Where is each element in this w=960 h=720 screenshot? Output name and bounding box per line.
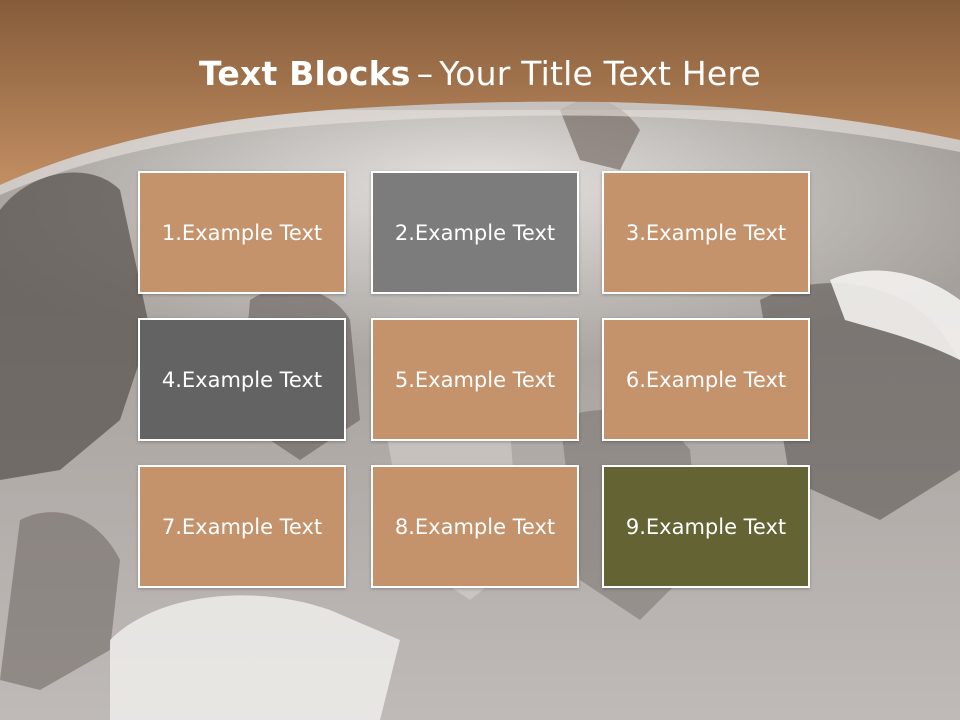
text-block-label: 3.Example Text bbox=[625, 220, 787, 245]
text-block-1[interactable]: 1.Example Text bbox=[138, 171, 346, 294]
title-regular: Your Title Text Here bbox=[439, 54, 761, 93]
page-title: Text Blocks–Your Title Text Here bbox=[0, 52, 960, 96]
title-separator: – bbox=[416, 54, 434, 93]
text-block-label: 9.Example Text bbox=[625, 514, 787, 539]
text-block-8[interactable]: 8.Example Text bbox=[371, 465, 579, 588]
title-bold: Text Blocks bbox=[199, 54, 411, 93]
text-block-label: 1.Example Text bbox=[161, 220, 323, 245]
text-block-3[interactable]: 3.Example Text bbox=[602, 171, 810, 294]
text-block-label: 8.Example Text bbox=[394, 514, 556, 539]
text-block-label: 6.Example Text bbox=[625, 367, 787, 392]
text-block-9[interactable]: 9.Example Text bbox=[602, 465, 810, 588]
text-block-5[interactable]: 5.Example Text bbox=[371, 318, 579, 441]
text-block-label: 5.Example Text bbox=[394, 367, 556, 392]
text-block-2[interactable]: 2.Example Text bbox=[371, 171, 579, 294]
text-block-4[interactable]: 4.Example Text bbox=[138, 318, 346, 441]
text-block-7[interactable]: 7.Example Text bbox=[138, 465, 346, 588]
text-block-label: 7.Example Text bbox=[161, 514, 323, 539]
text-block-label: 2.Example Text bbox=[394, 220, 556, 245]
text-block-6[interactable]: 6.Example Text bbox=[602, 318, 810, 441]
text-block-label: 4.Example Text bbox=[161, 367, 323, 392]
